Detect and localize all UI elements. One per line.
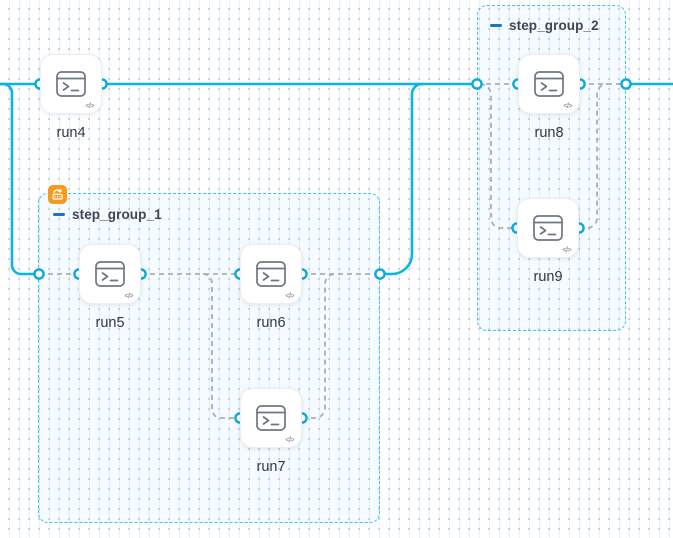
node-run9: </> run9 <box>517 198 579 285</box>
task-card[interactable]: </> <box>518 54 580 114</box>
group-title: step_group_1 <box>72 207 162 222</box>
terminal-icon <box>56 71 86 97</box>
task-card[interactable]: </> <box>517 198 579 258</box>
code-icon: </> <box>563 103 572 110</box>
node-label: run9 <box>533 269 563 285</box>
task-card[interactable]: </> <box>240 388 302 448</box>
task-card[interactable]: </> <box>79 244 141 304</box>
group-box-step-group-1: step_group_1 <box>38 185 380 523</box>
terminal-icon <box>256 405 286 431</box>
node-run6: </> run6 <box>240 244 302 331</box>
node-run7: </> run7 <box>240 388 302 475</box>
code-icon: </> <box>85 103 94 110</box>
node-run8: </> run8 <box>518 54 580 141</box>
group-title: step_group_2 <box>509 18 599 33</box>
node-run4: </> run4 <box>40 54 102 141</box>
node-label: run6 <box>256 315 286 331</box>
code-icon: </> <box>562 247 571 254</box>
terminal-icon <box>95 261 125 287</box>
node-label: run5 <box>95 315 125 331</box>
task-card[interactable]: </> <box>240 244 302 304</box>
code-icon: </> <box>285 293 294 300</box>
node-run5: </> run5 <box>79 244 141 331</box>
edge-in-to-step-group-1 <box>0 82 41 276</box>
node-label: run7 <box>256 459 286 475</box>
code-icon: </> <box>124 293 133 300</box>
toolbox-icon <box>48 185 67 204</box>
node-label: run4 <box>56 125 86 141</box>
terminal-icon <box>533 215 563 241</box>
collapse-group-icon[interactable] <box>53 213 65 216</box>
task-card[interactable]: </> <box>40 54 102 114</box>
collapse-group-icon[interactable] <box>490 24 502 27</box>
code-icon: </> <box>285 437 294 444</box>
edge-step-group-1-to-step-group-2 <box>378 82 424 276</box>
terminal-icon <box>256 261 286 287</box>
terminal-icon <box>534 71 564 97</box>
node-label: run8 <box>534 125 564 141</box>
